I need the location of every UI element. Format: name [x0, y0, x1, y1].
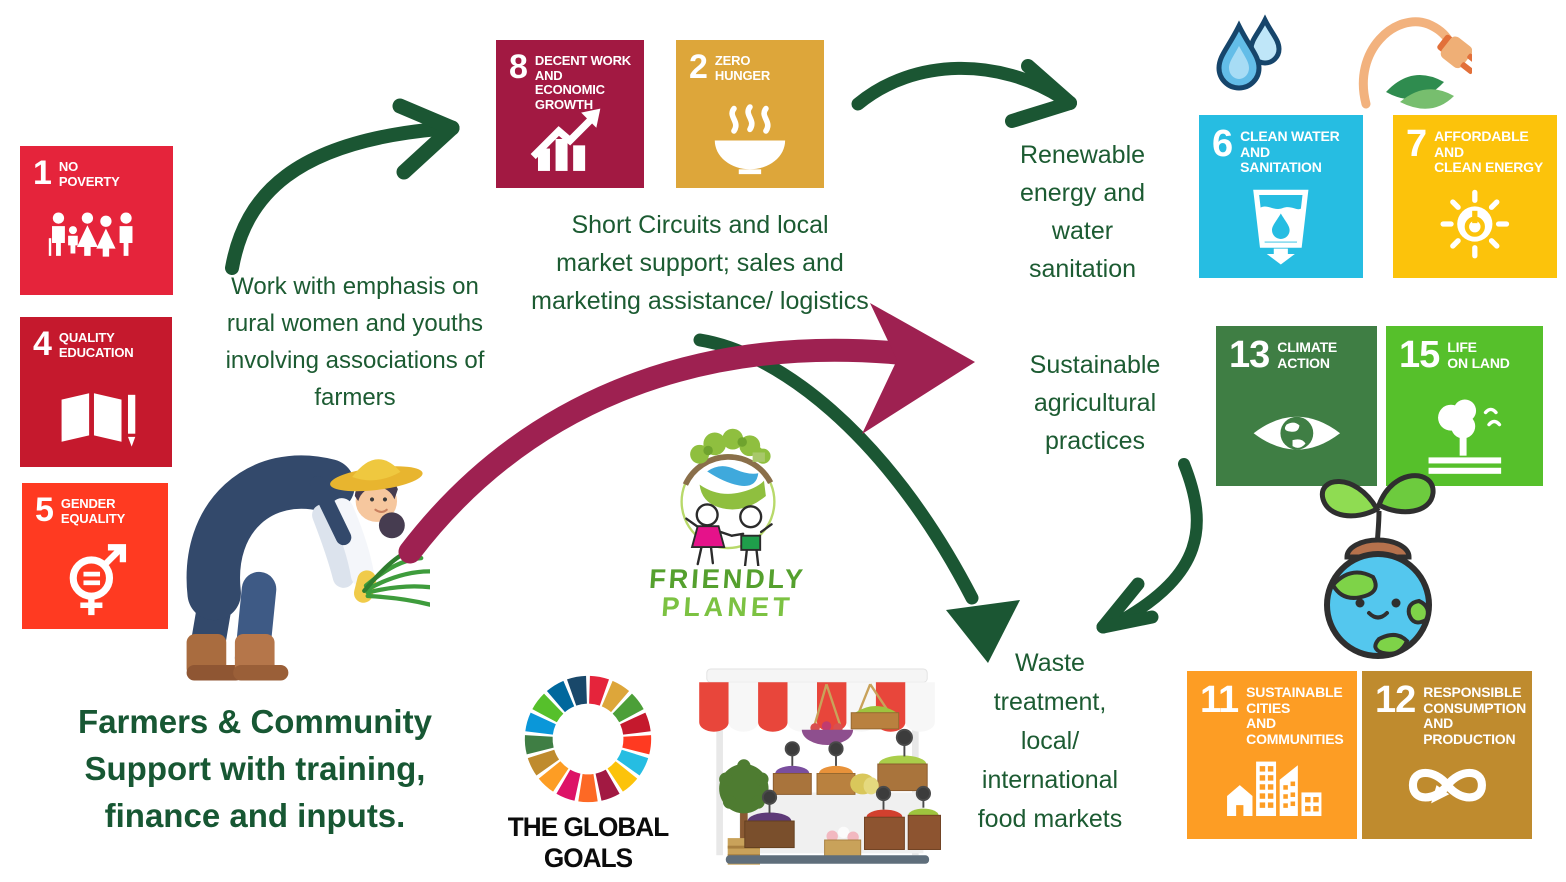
note-waste-treatment: Waste treatment, local/ international fo…: [977, 649, 1123, 833]
sdg-tile-header: 13 CLIMATE ACTION: [1216, 326, 1377, 376]
farmer-boots: [186, 633, 289, 681]
sdg-title: SUSTAINABLE CITIES AND COMMUNITIES: [1246, 684, 1344, 748]
sdg-tile-header: 7 AFFORDABLE AND CLEAN ENERGY: [1393, 115, 1557, 176]
sdg-title: ZERO HUNGER: [714, 53, 771, 83]
city-icon: [1187, 733, 1357, 834]
family-icon: [20, 201, 173, 290]
sdg-tile-header: 4 QUALITY EDUCATION: [20, 317, 172, 363]
sdg-number: 4: [33, 325, 52, 363]
sdg-number: 12: [1375, 679, 1416, 721]
sdg-tile-header: 15 LIFE ON LAND: [1386, 326, 1543, 376]
water-drops-icon: [1213, 12, 1287, 96]
friendly-planet-globe: [679, 428, 776, 566]
arrow-to-renewable: [851, 59, 1077, 128]
arrow-from-climate-down: [1096, 458, 1203, 634]
tree-icon: [1386, 385, 1543, 481]
sdg-tile-header: 1 NO POVERTY: [20, 146, 173, 192]
sdg-tile-13-climate-action: 13 CLIMATE ACTION: [1216, 326, 1377, 486]
eye-globe-icon: [1216, 385, 1377, 481]
global-goals-ring: [521, 672, 655, 806]
growth-chart-icon: [496, 95, 644, 184]
market-stall-illustration: [684, 650, 950, 878]
seedlings: [362, 550, 430, 607]
sdg-title: NO POVERTY: [58, 159, 120, 189]
sdg-number: 8: [509, 48, 528, 86]
note-short-circuits: Short Circuits and local market support;…: [531, 211, 869, 315]
friendly-planet-wordmark-line1: FRIENDLY: [648, 564, 807, 594]
plug-leaf-icon: [1352, 8, 1472, 122]
friendly-planet-logo: FRIENDLY PLANET: [640, 424, 815, 623]
sdg-tile-8-decent-work: 8 DECENT WORK AND ECONOMIC GROWTH: [496, 40, 644, 188]
sdg-title: LIFE ON LAND: [1447, 339, 1510, 371]
sdg-tile-header: 2 ZERO HUNGER: [676, 40, 824, 86]
sdg-tile-5-gender-equality: 5 GENDER EQUALITY: [22, 483, 168, 629]
sdg-number: 2: [689, 48, 708, 86]
sdg-title: RESPONSIBLE CONSUMPTION AND PRODUCTION: [1423, 684, 1527, 748]
awning: [699, 682, 935, 732]
earth-sprout-icon: [1303, 455, 1453, 661]
sdg-title: DECENT WORK AND ECONOMIC GROWTH: [534, 53, 631, 112]
global-goals-logo: THE GLOBAL GOALS: [490, 672, 686, 874]
sdg-number: 13: [1229, 334, 1270, 376]
farmer-strap: [309, 476, 352, 546]
sdg-tile-2-zero-hunger: 2 ZERO HUNGER: [676, 40, 824, 188]
food-bowl-icon: [676, 95, 824, 184]
sdg-title: QUALITY EDUCATION: [58, 330, 134, 360]
infinity-icon: [1362, 733, 1532, 834]
sdg-tile-7-clean-energy: 7 AFFORDABLE AND CLEAN ENERGY: [1393, 115, 1557, 278]
sdg-tile-header: 12 RESPONSIBLE CONSUMPTION AND PRODUCTIO…: [1362, 671, 1532, 748]
book-icon: [20, 373, 172, 463]
sdg-tile-12-responsible-consumption: 12 RESPONSIBLE CONSUMPTION AND PRODUCTIO…: [1362, 671, 1532, 839]
sdg-number: 11: [1200, 679, 1239, 721]
hanging-crate: [850, 683, 900, 730]
price-tags: [761, 728, 931, 814]
friendly-planet-wordmark-line2: PLANET: [660, 592, 795, 622]
sdg-title: CLEAN WATER AND SANITATION: [1240, 128, 1340, 176]
sdg-tile-4-quality-education: 4 QUALITY EDUCATION: [20, 317, 172, 467]
headline-farmers-support: Farmers & Community Support with trainin…: [78, 703, 432, 834]
hanging-basket: [801, 683, 854, 745]
note-work-emphasis: Work with emphasis on rural women and yo…: [225, 273, 485, 411]
sdg-tile-header: 11 SUSTAINABLE CITIES AND COMMUNITIES: [1187, 671, 1357, 748]
note-sustainable-practices: Sustainable agricultural practices: [1029, 351, 1161, 455]
farmer-arm-back: [312, 504, 355, 588]
note-renewable-energy: Renewable energy and water sanitation: [1019, 141, 1146, 283]
farmer-arm-front: [330, 498, 375, 587]
sdg-tile-1-no-poverty: 1 NO POVERTY: [20, 146, 173, 295]
sdg-title: AFFORDABLE AND CLEAN ENERGY: [1434, 128, 1543, 176]
sdg-tile-6-clean-water: 6 CLEAN WATER AND SANITATION: [1199, 115, 1363, 278]
sdg-tile-15-life-on-land: 15 LIFE ON LAND: [1386, 326, 1543, 486]
sdg-tile-11-sustainable-cities: 11 SUSTAINABLE CITIES AND COMMUNITIES: [1187, 671, 1357, 839]
arrow-to-sdg8: [225, 98, 460, 275]
sdg-tile-header: 5 GENDER EQUALITY: [22, 483, 168, 529]
sdg-number: 15: [1399, 334, 1440, 376]
sdg-number: 7: [1406, 123, 1427, 165]
sdg-title: GENDER EQUALITY: [60, 496, 126, 526]
sdg-number: 1: [33, 154, 52, 192]
sdg-number: 5: [35, 491, 54, 529]
farmer-torso: [186, 455, 355, 621]
sdg-number: 6: [1212, 123, 1233, 165]
gender-equality-icon: [22, 537, 168, 625]
water-glass-icon: [1199, 175, 1363, 273]
sdg-tile-header: 6 CLEAN WATER AND SANITATION: [1199, 115, 1363, 176]
sdg-tile-header: 8 DECENT WORK AND ECONOMIC GROWTH: [496, 40, 644, 112]
sdg-title: CLIMATE ACTION: [1277, 339, 1338, 371]
sun-power-icon: [1393, 175, 1557, 273]
global-goals-wordmark: THE GLOBAL GOALS: [507, 812, 670, 873]
farmer-illustration: [145, 408, 430, 686]
